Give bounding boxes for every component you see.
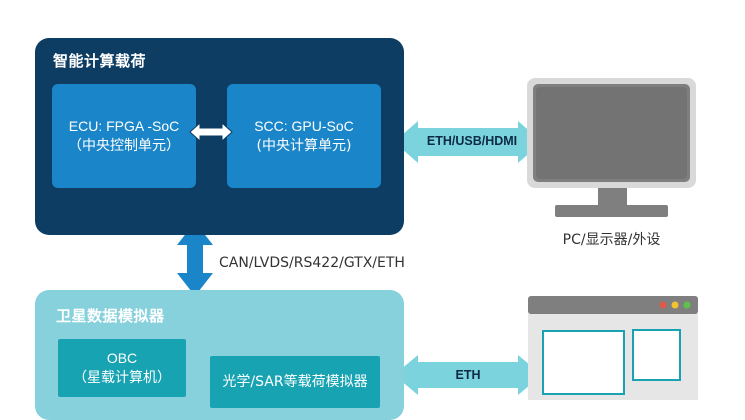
obc-label: OBC [106, 350, 138, 366]
obc-sublabel: （星载计算机） [73, 370, 171, 386]
payload-simulator-block: 光学/SAR等载荷模拟器 [210, 356, 380, 408]
vertical-link-label: CAN/LVDS/RS422/GTX/ETH [219, 255, 405, 271]
ecu-block: ECU: FPGA -SoC （中央控制单元） [52, 84, 196, 188]
payload-simulator-label: 光学/SAR等载荷模拟器 [222, 374, 368, 390]
eth-usb-hdmi-label: ETH/USB/HDMI [426, 134, 518, 148]
obc-block: OBC （星载计算机） [58, 339, 186, 397]
scc-label: SCC: GPU-SoC [254, 118, 354, 134]
scc-sublabel: (中央计算单元) [256, 138, 352, 154]
eth-label: ETH [455, 368, 481, 382]
satellite-data-simulator-title: 卫星数据模拟器 [56, 307, 165, 325]
smart-compute-payload-title: 智能计算载荷 [53, 52, 147, 70]
ecu-scc-double-arrow [189, 121, 233, 143]
monitor-icon [527, 78, 696, 217]
app-window-icon [528, 296, 698, 400]
scc-block: SCC: GPU-SoC (中央计算单元) [227, 84, 381, 188]
ecu-label: ECU: FPGA -SoC [68, 118, 180, 134]
ecu-sublabel: （中央控制单元） [68, 138, 180, 154]
pc-label: PC/显示器/外设 [562, 232, 661, 248]
